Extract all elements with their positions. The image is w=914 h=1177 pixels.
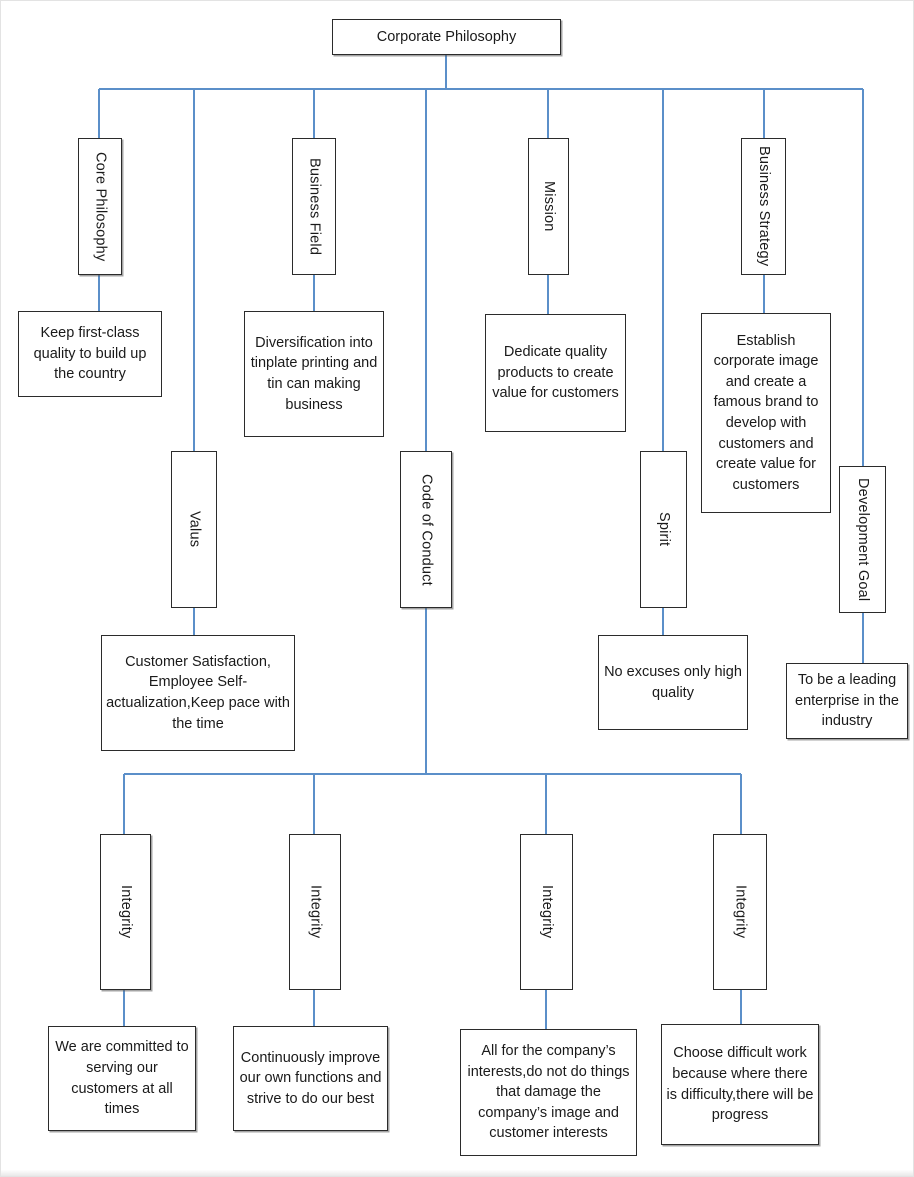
node-label: Spirit <box>655 512 672 547</box>
detail-text: We are committed to serving our customer… <box>55 1039 189 1118</box>
node-corporate-philosophy[interactable]: Corporate Philosophy <box>332 19 561 55</box>
node-business-strategy[interactable]: Business Strategy <box>741 138 786 275</box>
detail-integrity-3[interactable]: All for the company’s interests,do not d… <box>460 1029 637 1156</box>
node-label: Code of Conduct <box>418 473 435 586</box>
detail-text: Choose difficult work because where ther… <box>666 1045 814 1124</box>
node-integrity-3[interactable]: Integrity <box>520 834 573 990</box>
detail-valus[interactable]: Customer Satisfaction, Employee Self-act… <box>101 635 295 751</box>
node-business-field[interactable]: Business Field <box>292 138 336 275</box>
node-integrity-4[interactable]: Integrity <box>713 834 767 990</box>
detail-text: Continuously improve our own functions a… <box>239 1049 382 1107</box>
node-label: Integrity <box>117 885 134 939</box>
detail-text: No excuses only high quality <box>604 663 742 701</box>
node-label: Valus <box>186 511 203 548</box>
detail-business-field[interactable]: Diversification into tinplate printing a… <box>244 311 384 437</box>
node-integrity-1[interactable]: Integrity <box>100 834 151 990</box>
node-development-goal[interactable]: Development Goal <box>839 466 886 613</box>
node-label: Integrity <box>538 885 555 939</box>
node-code-of-conduct[interactable]: Code of Conduct <box>400 451 452 608</box>
node-valus[interactable]: Valus <box>171 451 217 608</box>
node-core-philosophy[interactable]: Core Philosophy <box>78 138 122 275</box>
detail-spirit[interactable]: No excuses only high quality <box>598 635 748 730</box>
node-label: Core Philosophy <box>92 151 109 262</box>
node-integrity-2[interactable]: Integrity <box>289 834 341 990</box>
node-spirit[interactable]: Spirit <box>640 451 687 608</box>
node-label: Development Goal <box>854 477 871 602</box>
detail-text: Dedicate quality products to create valu… <box>492 344 619 402</box>
detail-integrity-2[interactable]: Continuously improve our own functions a… <box>233 1026 388 1131</box>
node-label: Integrity <box>732 885 749 939</box>
node-label: Corporate Philosophy <box>376 28 517 45</box>
detail-business-strategy[interactable]: Establish corporate image and create a f… <box>701 313 831 513</box>
node-label: Integrity <box>307 885 324 939</box>
detail-core-philosophy[interactable]: Keep first-class quality to build up the… <box>18 311 162 397</box>
detail-text: Diversification into tinplate printing a… <box>250 334 378 413</box>
detail-text: To be a leading enterprise in the indust… <box>795 672 899 730</box>
node-mission[interactable]: Mission <box>528 138 569 275</box>
detail-integrity-4[interactable]: Choose difficult work because where ther… <box>661 1024 819 1145</box>
detail-text: Keep first-class quality to build up the… <box>33 325 147 383</box>
detail-text: Customer Satisfaction, Employee Self-act… <box>106 653 290 732</box>
detail-text: All for the company’s interests,do not d… <box>467 1043 630 1142</box>
node-label: Business Strategy <box>755 146 772 267</box>
detail-mission[interactable]: Dedicate quality products to create valu… <box>485 314 626 432</box>
detail-text: Establish corporate image and create a f… <box>713 332 819 493</box>
node-label: Business Field <box>306 157 323 256</box>
detail-integrity-1[interactable]: We are committed to serving our customer… <box>48 1026 196 1131</box>
node-label: Mission <box>540 181 557 232</box>
detail-development-goal[interactable]: To be a leading enterprise in the indust… <box>786 663 908 739</box>
